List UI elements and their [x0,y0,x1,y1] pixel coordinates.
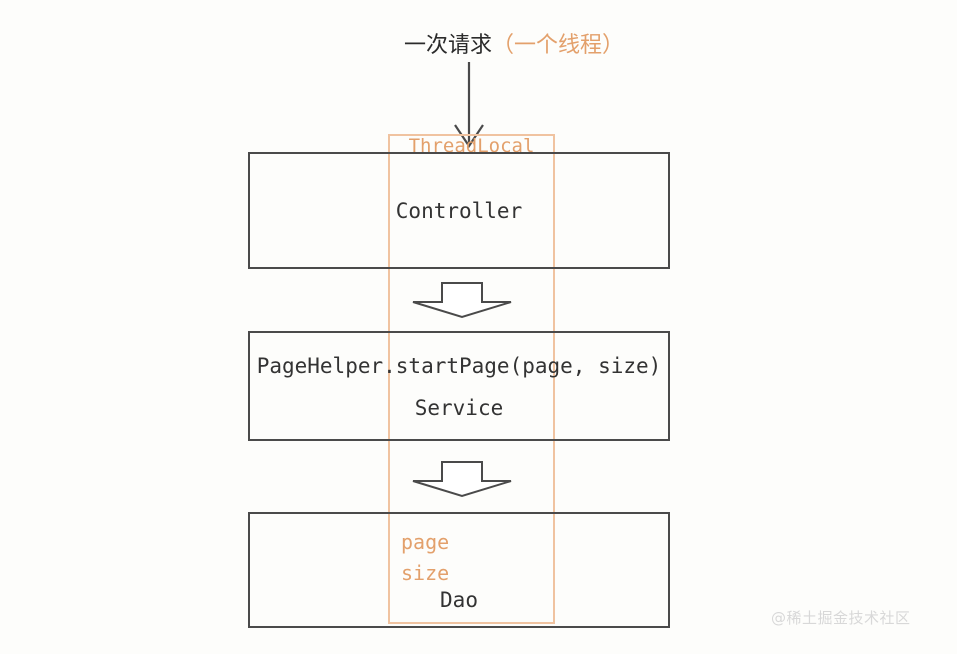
service-label: Service [414,396,504,420]
dao-label: Dao [440,588,478,612]
threadlocal-scope-rect [388,134,555,624]
service-box: PageHelper.startPage(page, size) Service [248,331,670,441]
title-request-text: 一次请求 [404,33,493,58]
pagehelper-startpage-call: PageHelper.startPage(page, size) [256,354,662,378]
flow-arrow-service-to-dao [412,461,512,498]
controller-box: Controller [248,152,670,269]
threadlocal-label: ThreadLocal [408,135,535,157]
title-thread-text: （一个线程） [492,33,625,58]
watermark: @稀土掘金技术社区 [771,609,911,627]
threadlocal-variables: page size [401,527,449,589]
diagram-title: 一次请求（一个线程） [404,31,624,61]
dao-box: Dao [248,512,670,628]
threadlocal-var-size: size [401,561,450,585]
incoming-request-arrow [454,62,484,148]
threadlocal-var-page: page [401,530,450,554]
controller-label: Controller [395,199,523,223]
flow-arrow-controller-to-service [412,282,512,319]
